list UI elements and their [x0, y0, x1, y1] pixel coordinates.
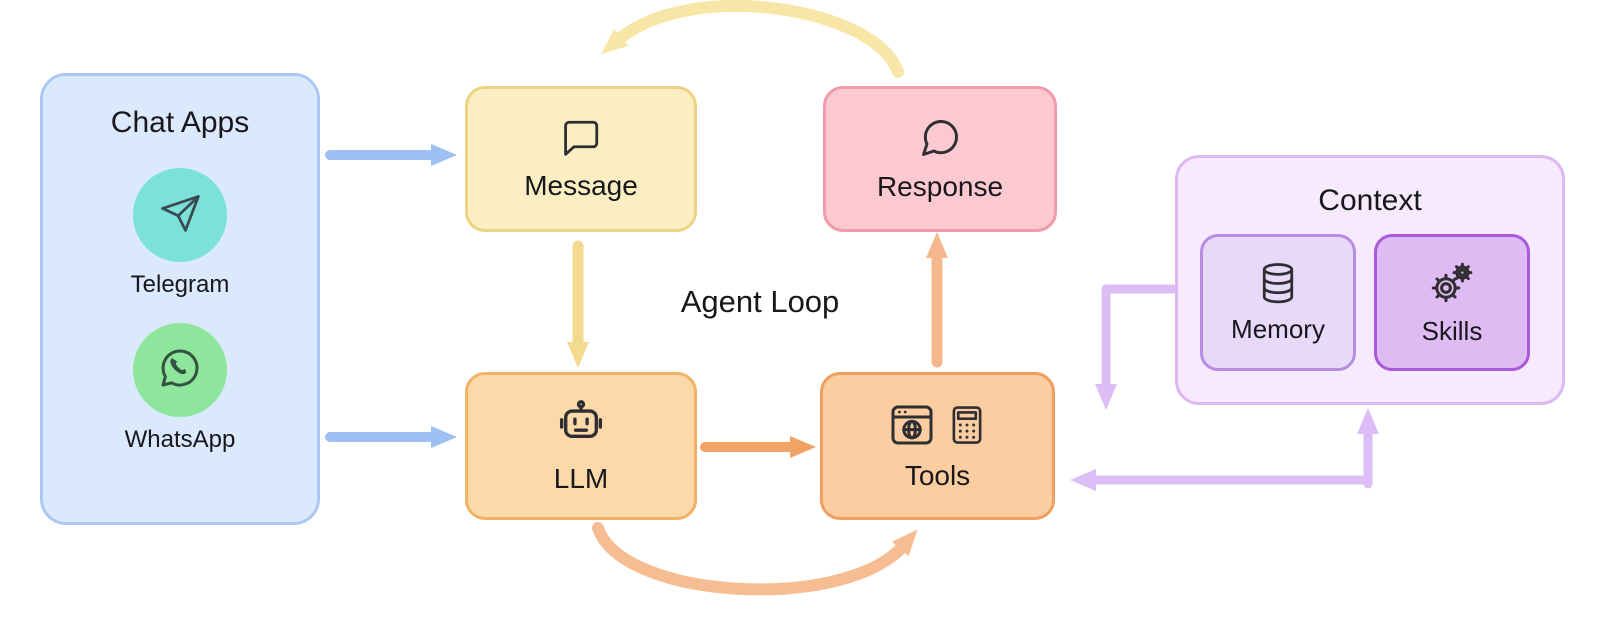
arrow-llm-to-tools-arc — [592, 522, 918, 596]
telegram-icon — [158, 191, 202, 240]
memory-label: Memory — [1231, 313, 1325, 344]
arrow-response-to-message-arc — [601, 0, 904, 78]
whatsapp-icon — [156, 344, 204, 397]
context-panel: Context Memory — [1175, 155, 1565, 405]
llm-label: LLM — [553, 462, 609, 494]
speech-bubble-round-icon — [918, 116, 962, 165]
context-title: Context — [1318, 184, 1422, 217]
context-items: Memory — [1200, 234, 1562, 371]
chat-apps-panel: Chat Apps Telegram WhatsApp — [40, 73, 320, 525]
tools-label: Tools — [904, 459, 971, 491]
message-label: Message — [524, 169, 638, 201]
memory-node: Memory — [1200, 234, 1356, 371]
response-label: Response — [876, 170, 1004, 202]
whatsapp-label: WhatsApp — [124, 426, 236, 453]
arrow-context-to-tools — [1095, 284, 1178, 410]
calculator-icon — [946, 401, 988, 454]
agent-loop-label: Agent Loop — [680, 284, 840, 319]
tools-node: Tools — [820, 372, 1055, 520]
database-icon — [1256, 261, 1300, 310]
response-node: Response — [823, 86, 1057, 232]
message-node: Message — [465, 86, 697, 232]
skills-label: Skills — [1421, 315, 1483, 346]
whatsapp-badge — [133, 323, 227, 417]
browser-globe-icon — [888, 401, 936, 454]
tools-icons — [888, 401, 988, 454]
llm-node: LLM — [465, 372, 697, 520]
robot-icon — [554, 398, 608, 457]
skills-node: Skills — [1374, 234, 1530, 371]
telegram-label: Telegram — [130, 271, 230, 298]
gears-icon — [1428, 259, 1476, 312]
telegram-badge — [133, 168, 227, 262]
speech-bubble-square-icon — [560, 117, 602, 164]
chat-apps-title: Chat Apps — [110, 106, 250, 139]
